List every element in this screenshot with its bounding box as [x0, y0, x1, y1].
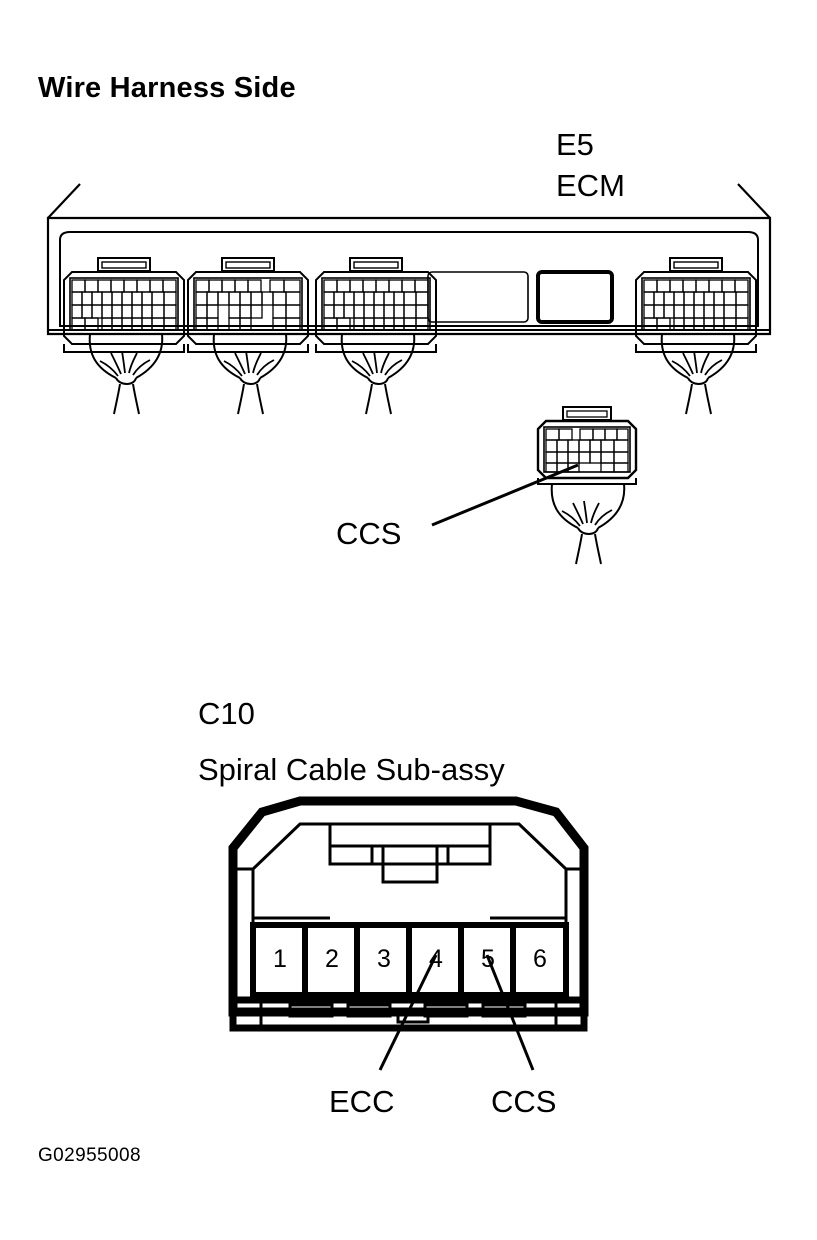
ecm-connector-4[interactable]: [635, 257, 757, 353]
spiral-connector-body: [228, 796, 589, 1017]
ecm-top-right-chamfer: [737, 183, 771, 219]
spiral-component-name: Spiral Cable Sub-assy: [198, 752, 505, 787]
pin-number-4: 4: [429, 945, 443, 973]
ecm-connector-3[interactable]: [315, 257, 437, 353]
ecm-empty-slot-2: [536, 270, 614, 324]
wire-bundle-4: [660, 333, 736, 415]
ecm-case-inner-bay: [59, 231, 759, 327]
figure-id: G02955008: [38, 1145, 141, 1166]
ccs-wire-bundle: [550, 483, 626, 565]
spiral-cable-connector-drawing: [228, 796, 589, 1071]
pin-number-3: 3: [377, 945, 391, 973]
pin-number-2: 2: [325, 945, 339, 973]
pin-number-1: 1: [273, 945, 287, 973]
ecm-top-left-chamfer: [47, 183, 81, 219]
ecm-empty-slot-1: [427, 271, 529, 323]
ccs-callout-label: CCS: [336, 516, 402, 551]
wire-bundle-2: [212, 333, 288, 415]
spiral-connector-code: C10: [198, 696, 255, 731]
wire-bundle-1: [88, 333, 164, 415]
pin-number-5: 5: [481, 945, 495, 973]
ecm-component-name: ECM: [556, 168, 625, 203]
ecc-leader-line: [378, 954, 438, 1071]
ecm-connector-2[interactable]: [187, 257, 309, 353]
spiral-connector-bottom-rail: [229, 996, 588, 1032]
ecm-unit-drawing: [46, 183, 772, 415]
spiral-rail-tabs: [259, 1000, 558, 1028]
ccs-connector-drawing: [431, 406, 638, 565]
ccs-leader-line: [431, 463, 579, 527]
ccs-latch-tab: [562, 406, 612, 421]
pin-number-6: 6: [533, 945, 547, 973]
spiral-connector-latch: [328, 822, 492, 884]
ccs-pin-grid: [545, 428, 629, 473]
ecm-connector-1[interactable]: [63, 257, 185, 353]
ccs-housing: [536, 419, 638, 480]
ccs-pin5-leader-line: [485, 954, 535, 1071]
ecm-connector-code: E5: [556, 127, 594, 162]
ecc-callout-label: ECC: [329, 1084, 395, 1119]
page-title: Wire Harness Side: [38, 72, 296, 104]
wire-bundle-3: [340, 333, 416, 415]
ccs-pin5-callout-label: CCS: [491, 1084, 557, 1119]
ecm-case-outline: [46, 216, 772, 336]
spiral-pin-dividers: [302, 925, 516, 995]
